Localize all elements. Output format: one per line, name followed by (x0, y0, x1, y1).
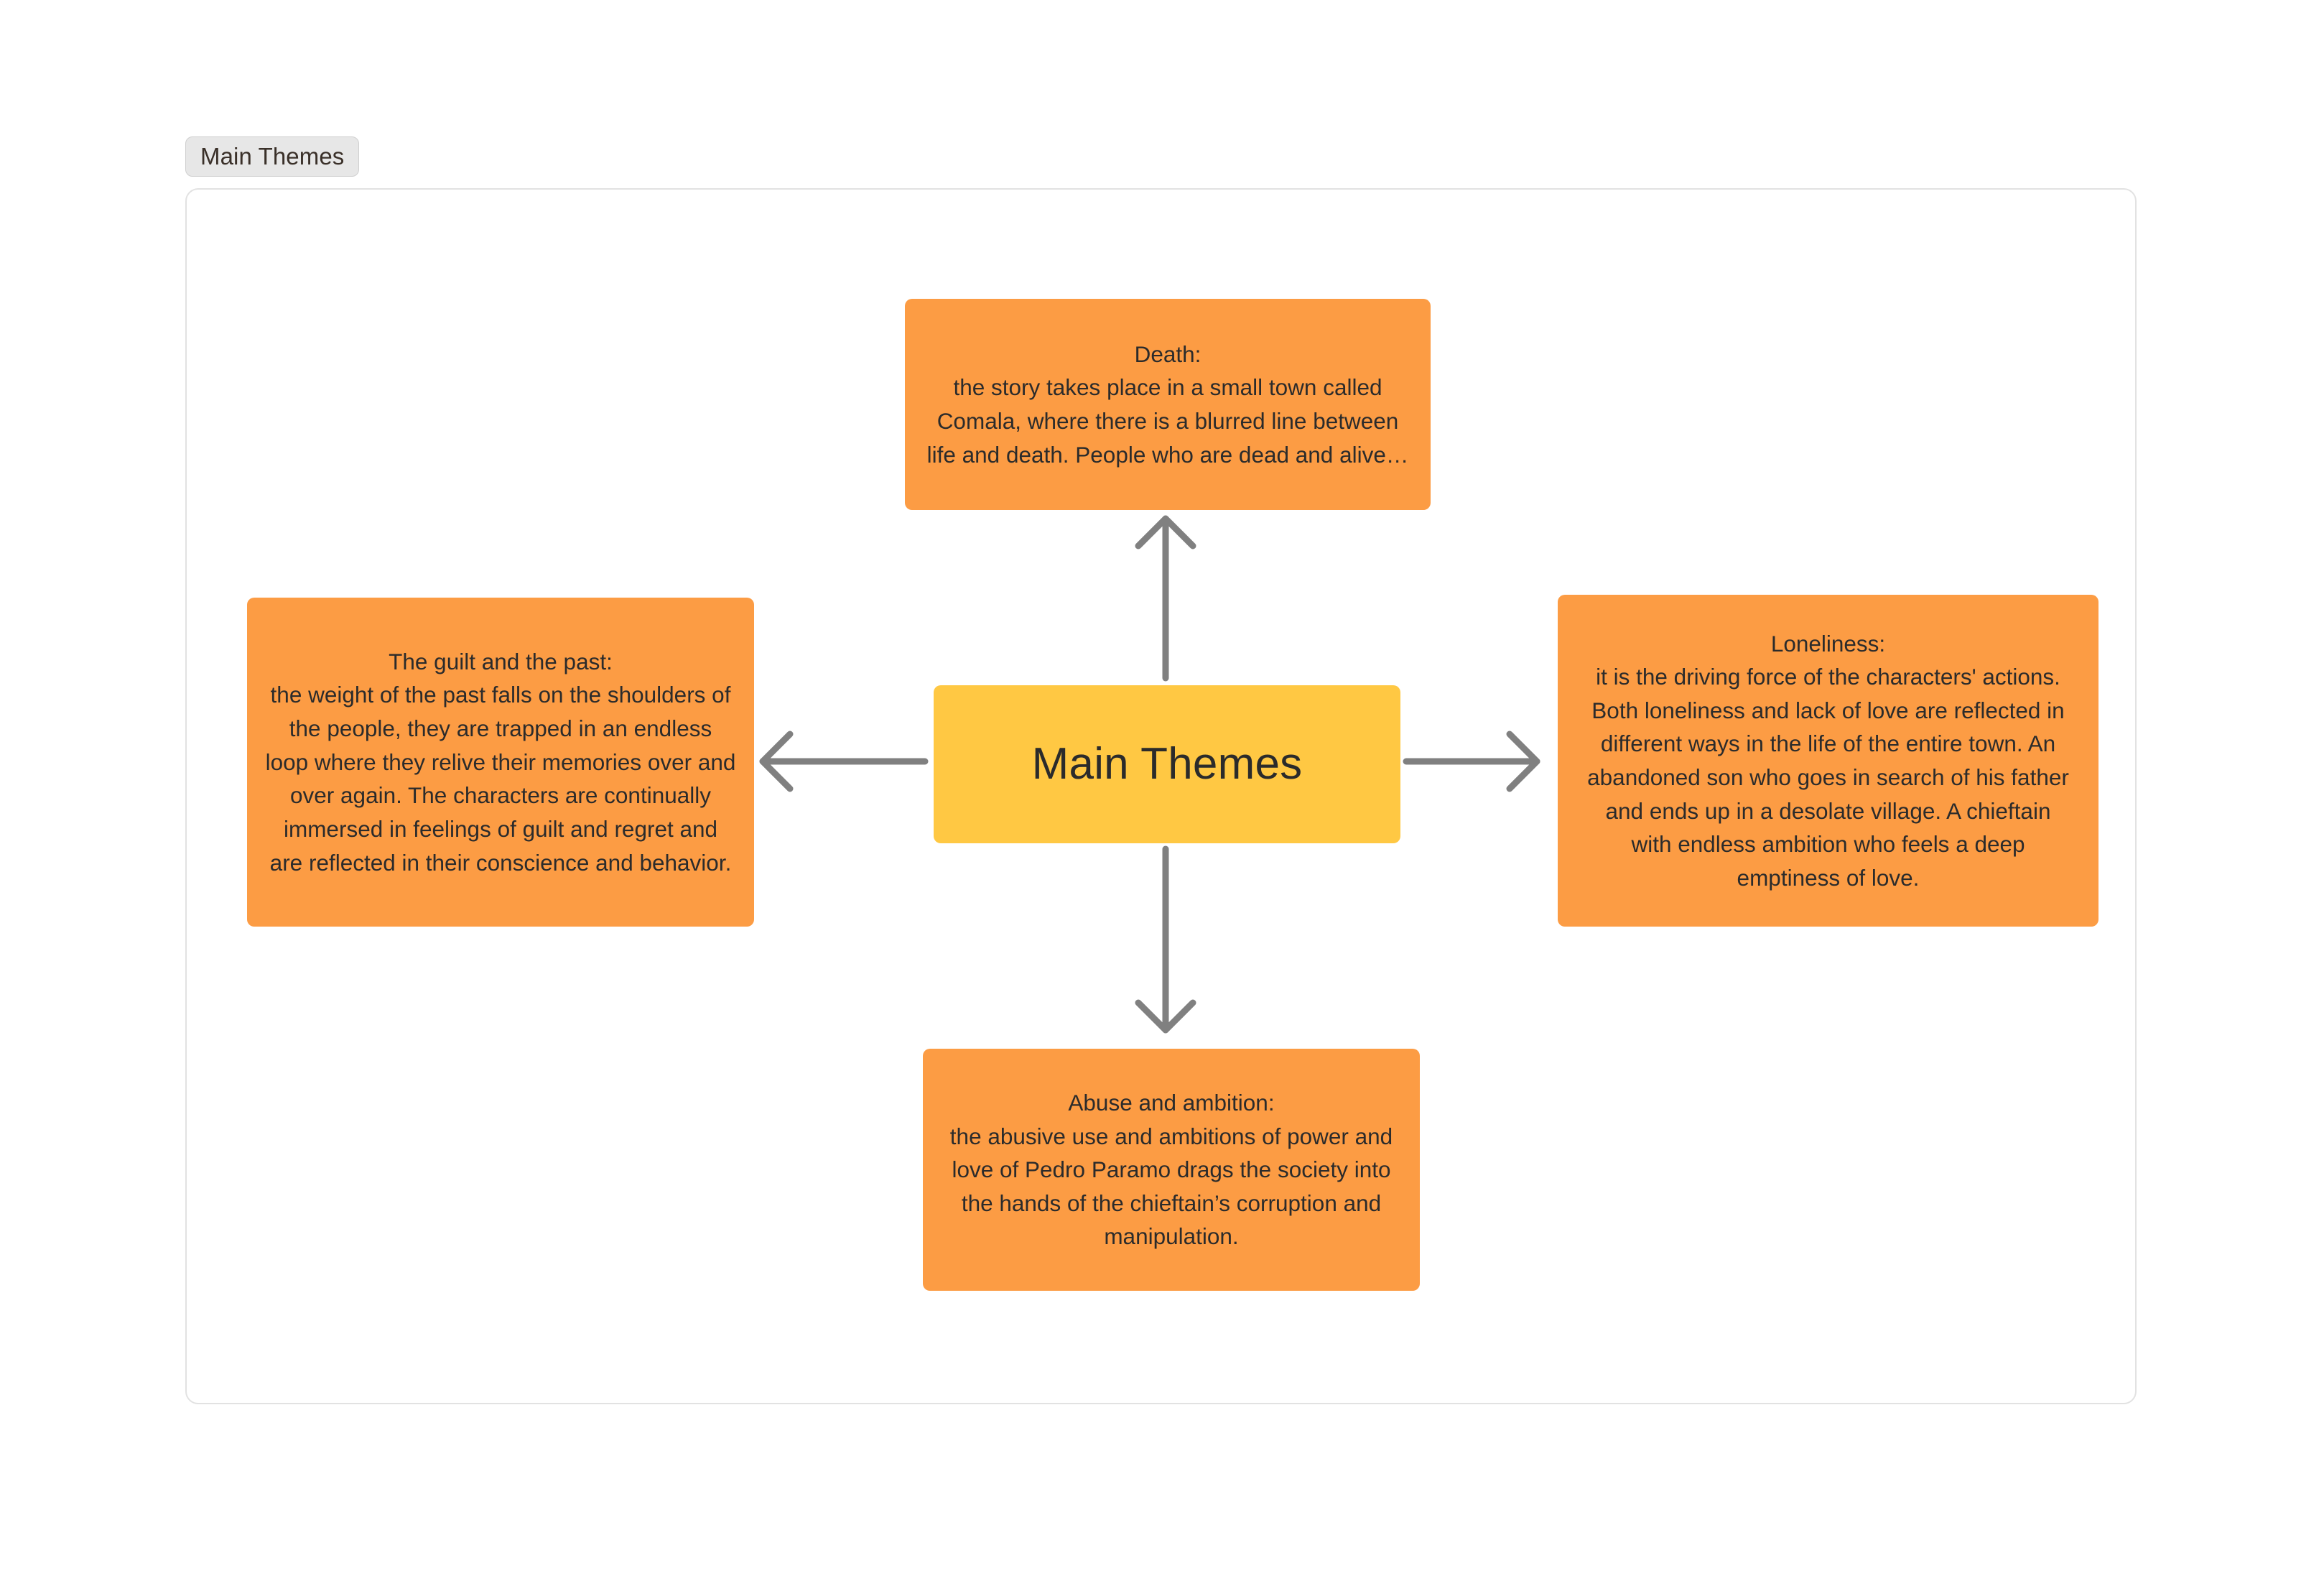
node-death-text: Death: the story takes place in a small … (926, 340, 1409, 468)
mindmap-node-guilt-and-past[interactable]: The guilt and the past: the weight of th… (247, 598, 754, 927)
node-guilt-and-past-text: The guilt and the past: the weight of th… (265, 648, 736, 876)
mind-map-canvas[interactable]: Death: the story takes place in a small … (185, 188, 2137, 1404)
mindmap-node-abuse-and-ambition[interactable]: Abuse and ambition: the abusive use and … (923, 1049, 1420, 1291)
arrow-center-to-guilt (759, 731, 929, 792)
arrow-center-to-loneliness (1403, 731, 1540, 792)
node-main-themes-label: Main Themes (1031, 738, 1303, 789)
mindmap-node-main-themes[interactable]: Main Themes (934, 685, 1400, 843)
tab-label: Main Themes (200, 143, 345, 170)
node-abuse-and-ambition-text: Abuse and ambition: the abusive use and … (949, 1089, 1393, 1250)
arrow-center-to-abuse (1135, 845, 1196, 1034)
mindmap-node-loneliness[interactable]: Loneliness: it is the driving force of t… (1558, 595, 2098, 927)
mindmap-node-death[interactable]: Death: the story takes place in a small … (905, 299, 1431, 510)
arrow-center-to-death (1135, 515, 1196, 682)
tab-main-themes[interactable]: Main Themes (185, 136, 360, 177)
node-loneliness-text: Loneliness: it is the driving force of t… (1587, 630, 2069, 891)
